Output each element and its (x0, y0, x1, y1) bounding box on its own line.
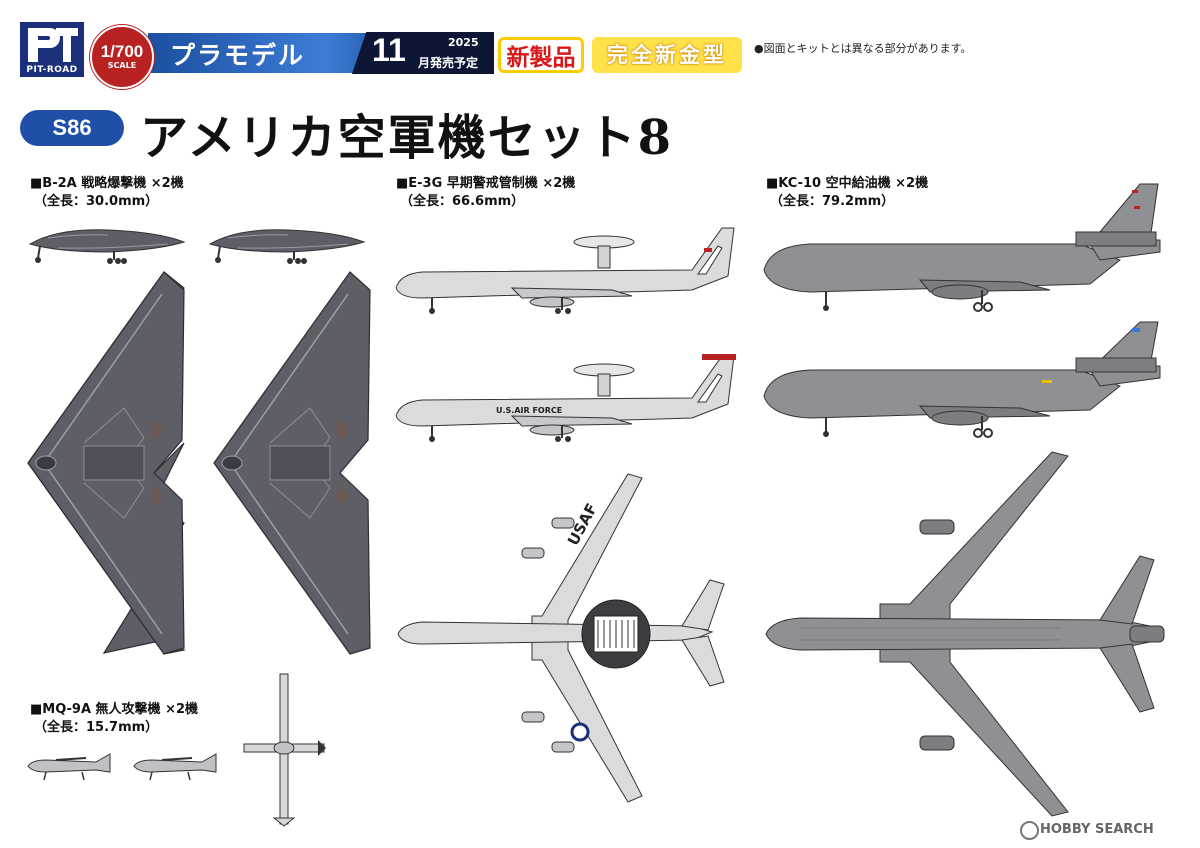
e3-length: （全長：66.6mm） (400, 194, 525, 209)
kc10-length: （全長：79.2mm） (770, 194, 895, 209)
b2-top-view-1 (27, 271, 186, 655)
e3-side-view-1 (395, 227, 735, 314)
watermark-text: HOBBY SEARCH (1040, 822, 1154, 837)
new-mold-badge: 完全新金型 (592, 37, 742, 73)
kc10-top-view (765, 451, 1165, 817)
disclaimer-text: ●図面とキットとは異なる部分があります。 (754, 42, 972, 55)
b2-label: ■B-2A 戦略爆撃機 ×2機 (30, 176, 184, 191)
pit-road-logo (20, 22, 84, 72)
mq9-side-view-1 (27, 753, 111, 781)
scale-value: 1/700 (100, 42, 144, 61)
us-air-force-marking: U.S.AIR FORCE (496, 406, 563, 415)
kc10-side-view-1 (763, 183, 1161, 312)
product-code: S86 (20, 110, 124, 146)
mq9-side-view-2 (133, 753, 217, 781)
scale-badge: 1/700 SCALE (90, 25, 154, 89)
release-box (352, 32, 494, 74)
brand-name: PIT-ROAD (20, 63, 84, 77)
b2-length: （全長：30.0mm） (34, 194, 159, 209)
new-product-badge: 新製品 (498, 37, 584, 73)
release-text: 月発売予定 (418, 56, 479, 70)
mq9-top-view (243, 673, 326, 827)
b2-side-view-2 (208, 229, 366, 264)
release-year: 2025 (448, 36, 479, 49)
scale-label: SCALE (107, 61, 137, 70)
e3-side-view-2 (395, 354, 736, 442)
kc10-label: ■KC-10 空中給油機 ×2機 (766, 176, 929, 191)
b2-top-view-2 (213, 271, 371, 655)
kc10-side-view-2 (763, 321, 1161, 438)
e3-label: ■E-3G 早期警戒管制機 ×2機 (396, 176, 576, 191)
category-label: プラモデル (170, 41, 306, 70)
page-title: アメリカ空軍機セット8 (140, 110, 673, 166)
mq9-length: （全長：15.7mm） (34, 720, 159, 735)
release-month: 11 (372, 32, 406, 68)
hobby-search-logo-icon (1020, 821, 1039, 840)
b2-side-view-1 (28, 229, 186, 264)
e3-top-view (397, 473, 725, 803)
mq9-label: ■MQ-9A 無人攻撃機 ×2機 (30, 702, 199, 717)
